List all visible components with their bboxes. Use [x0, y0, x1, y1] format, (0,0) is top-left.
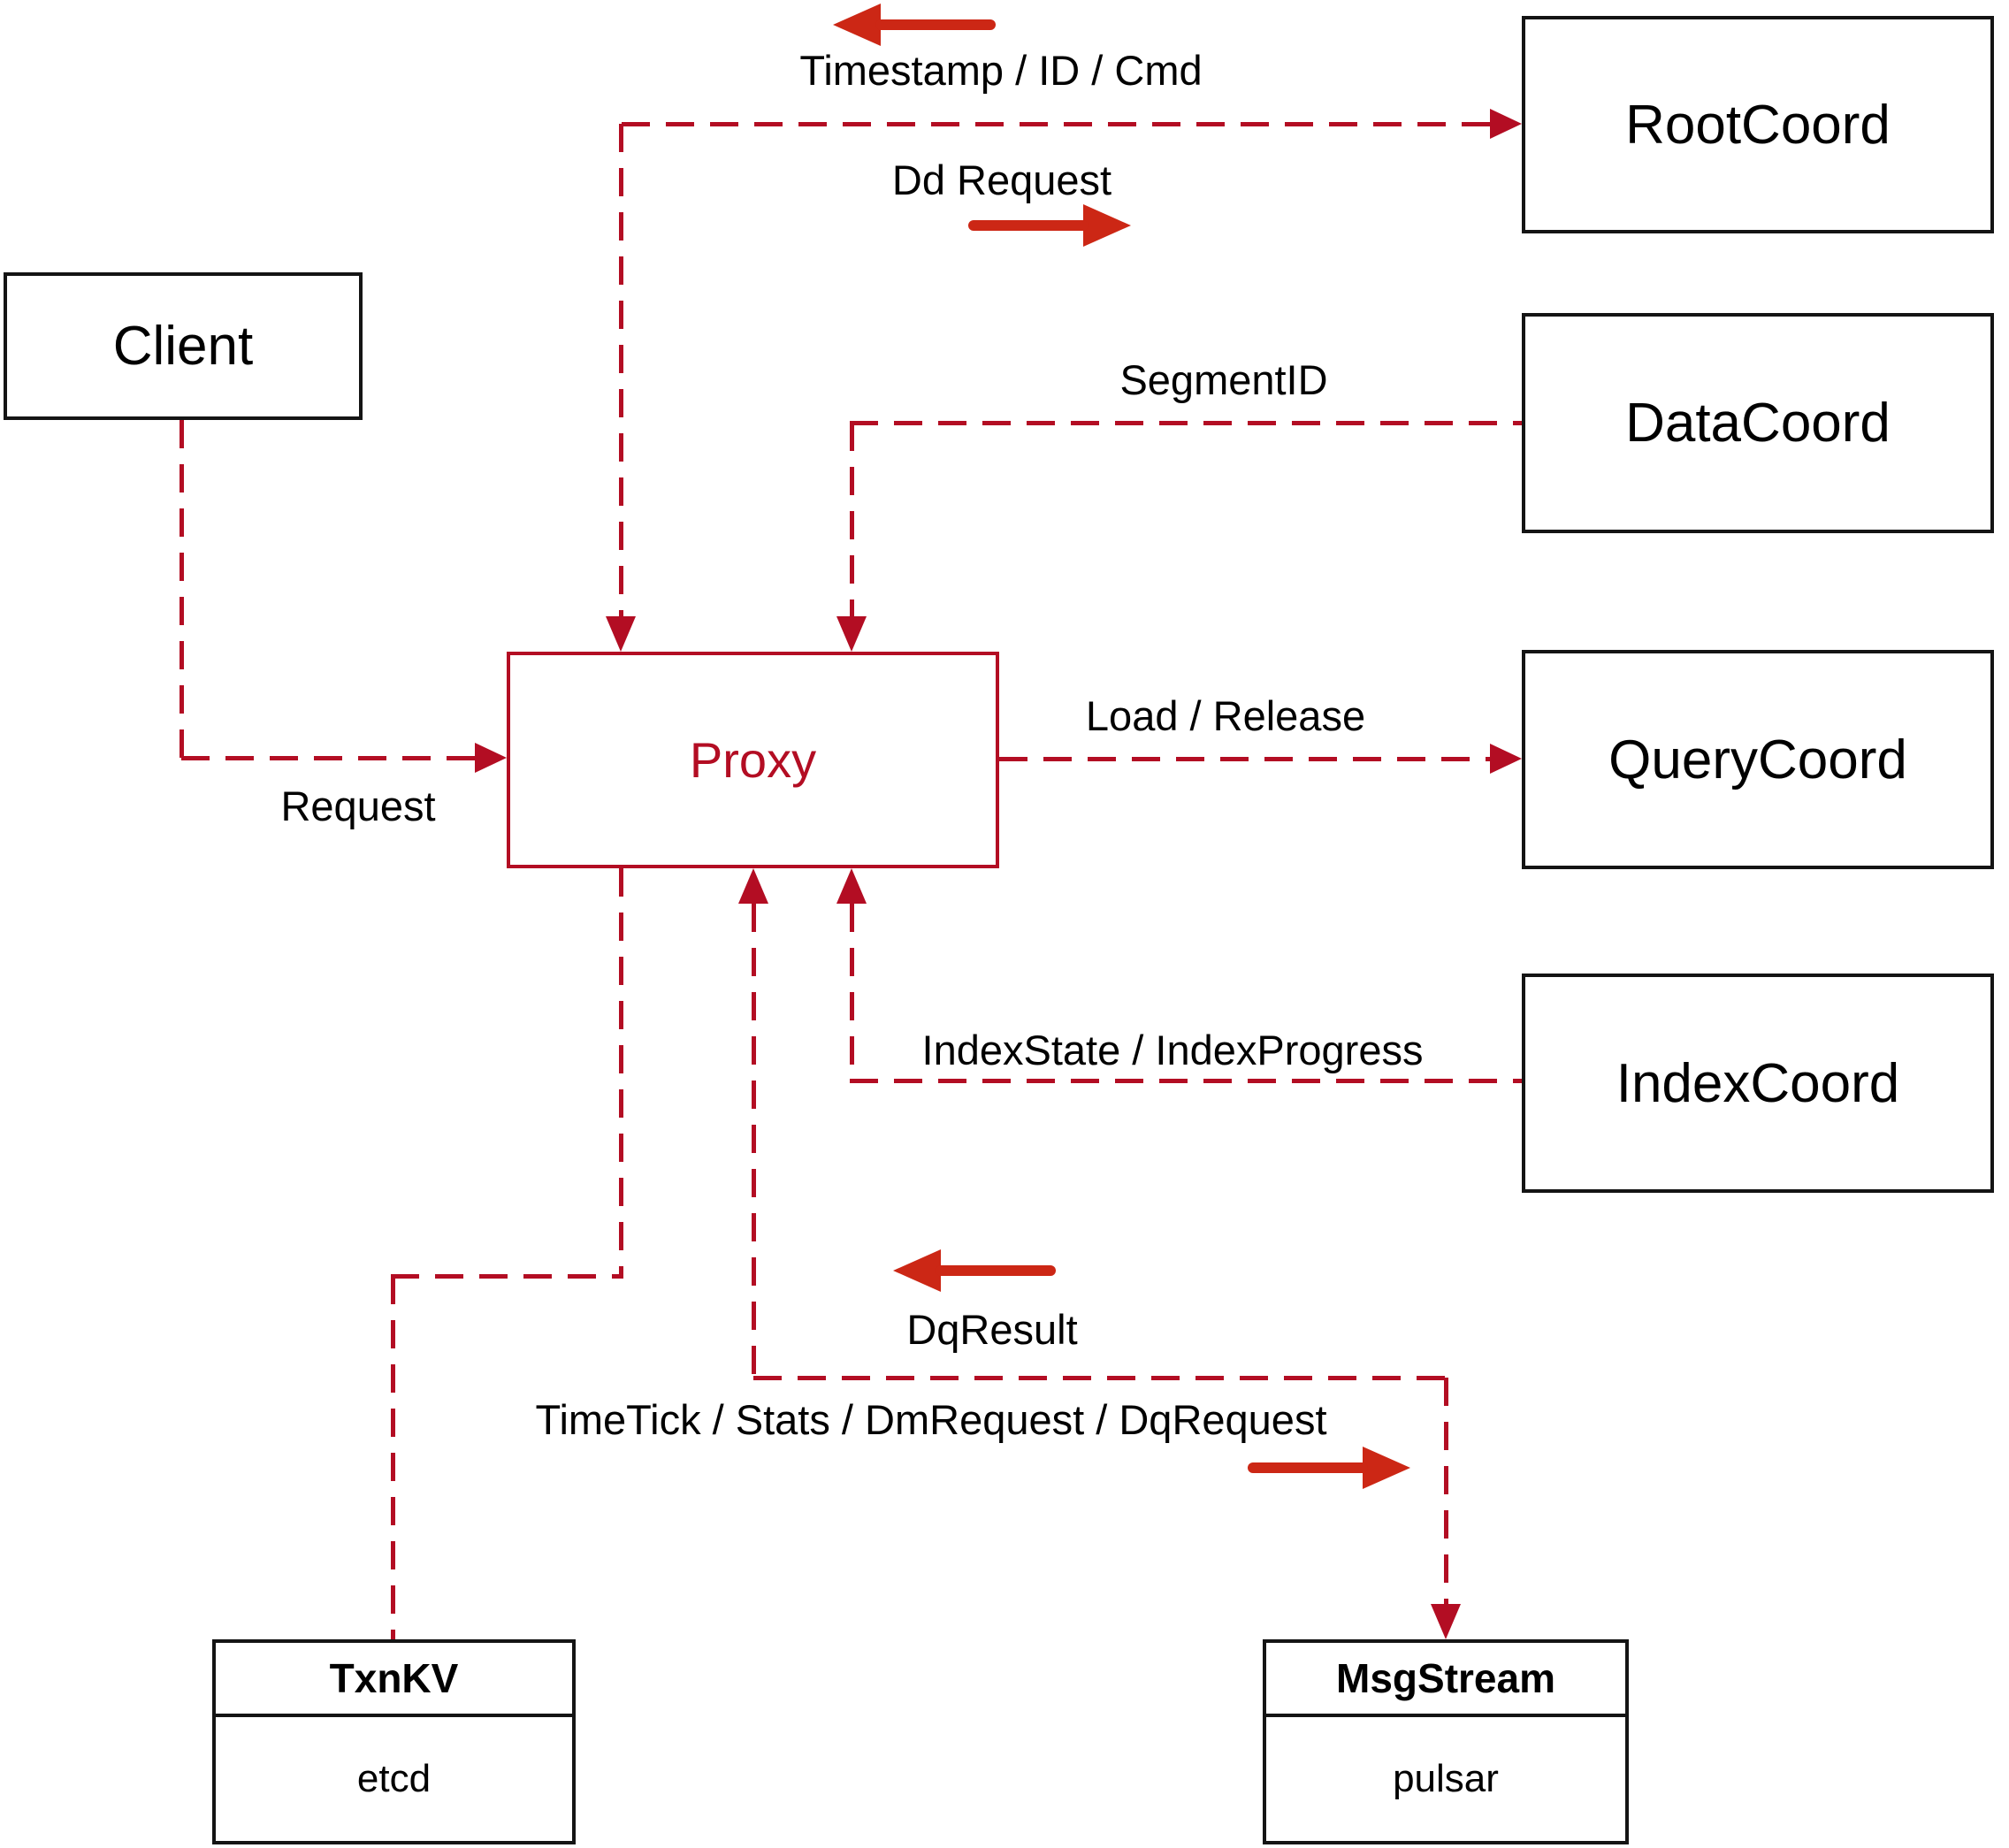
edge-datacoord-proxy-vertical — [850, 423, 854, 616]
edge-indexcoord-proxy-vertical — [850, 904, 854, 1079]
edge-proxy-rootcoord-horizontal — [622, 122, 1490, 126]
arrowhead-into-proxy-top-left-icon — [606, 616, 636, 652]
label-load-release: Load / Release — [1085, 692, 1366, 739]
arrowhead-into-proxy-left-icon — [475, 743, 507, 773]
label-index-state-progress: IndexState / IndexProgress — [921, 1027, 1424, 1073]
edge-proxy-rootcoord-vertical — [619, 124, 623, 616]
datacoord-node: DataCoord — [1522, 313, 1994, 533]
dd-request-direction-right-arrow-icon — [968, 204, 1131, 247]
rootcoord-node: RootCoord — [1522, 16, 1994, 233]
edge-proxy-txnkv-horizontal — [391, 1274, 623, 1279]
msgstream-title: MsgStream — [1266, 1643, 1625, 1717]
timestamp-direction-left-arrow-icon — [833, 4, 996, 46]
arrowhead-into-proxy-bottom-left-icon — [738, 868, 768, 904]
label-dd-request: Dd Request — [891, 157, 1112, 203]
edge-indexcoord-proxy-horizontal — [850, 1079, 1522, 1083]
edge-proxy-txnkv-vertical-upper — [619, 868, 623, 1276]
datacoord-label: DataCoord — [1625, 393, 1891, 454]
proxy-node: Proxy — [507, 652, 999, 868]
arrowhead-into-querycoord-icon — [1490, 744, 1522, 774]
label-request: Request — [280, 783, 436, 829]
edge-proxy-msgstream-vertical-lower — [1444, 1378, 1448, 1604]
rootcoord-label: RootCoord — [1625, 94, 1891, 156]
client-label: Client — [112, 316, 254, 377]
arrowhead-into-msgstream-icon — [1431, 1604, 1461, 1639]
edge-proxy-msgstream-horizontal — [753, 1376, 1448, 1380]
edge-proxy-msgstream-vertical-upper — [752, 904, 756, 1378]
txnkv-node: TxnKV etcd — [212, 1639, 576, 1844]
dm-request-direction-right-arrow-icon — [1248, 1447, 1410, 1489]
label-dq-result: DqResult — [906, 1306, 1078, 1353]
msgstream-subtitle: pulsar — [1393, 1757, 1499, 1800]
msgstream-node: MsgStream pulsar — [1263, 1639, 1629, 1844]
edge-client-proxy-vertical — [180, 420, 184, 759]
txnkv-title: TxnKV — [216, 1643, 572, 1717]
indexcoord-node: IndexCoord — [1522, 974, 1994, 1193]
client-node: Client — [4, 272, 363, 420]
label-segment-id: SegmentID — [1119, 356, 1328, 403]
indexcoord-label: IndexCoord — [1616, 1052, 1900, 1114]
label-timestamp-id-cmd: Timestamp / ID / Cmd — [799, 47, 1203, 94]
arrowhead-into-proxy-top-right-icon — [836, 616, 867, 652]
label-timetick-stats: TimeTick / Stats / DmRequest / DqRequest — [535, 1396, 1327, 1443]
arrowhead-into-rootcoord-icon — [1490, 109, 1522, 139]
edge-proxy-querycoord-horizontal — [999, 757, 1490, 761]
proxy-label: Proxy — [689, 732, 817, 788]
edge-client-proxy-horizontal — [181, 756, 475, 760]
querycoord-node: QueryCoord — [1522, 650, 1994, 869]
querycoord-label: QueryCoord — [1608, 729, 1907, 790]
edge-datacoord-proxy-horizontal — [850, 421, 1522, 425]
dq-result-direction-left-arrow-icon — [893, 1249, 1056, 1292]
txnkv-subtitle: etcd — [356, 1757, 432, 1800]
arrowhead-into-proxy-bottom-right-icon — [836, 868, 867, 904]
edge-proxy-txnkv-vertical-lower — [391, 1276, 395, 1639]
